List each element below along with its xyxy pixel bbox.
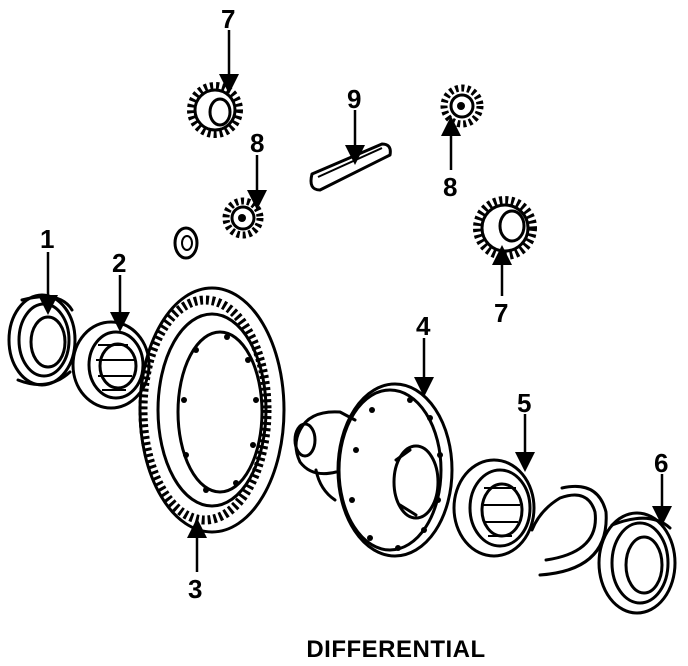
- oil-seal-left: [7, 293, 77, 387]
- ring-gear: [138, 286, 286, 534]
- snap-ring: [530, 485, 608, 577]
- callout-1: 1: [40, 224, 54, 254]
- callout-7-top: 7: [221, 4, 235, 34]
- callout-3: 3: [188, 574, 202, 604]
- pinion-gear-right: [440, 84, 484, 128]
- callout-9: 9: [347, 84, 361, 114]
- side-gear-right: [473, 196, 537, 260]
- side-gear-top: [187, 82, 243, 138]
- callout-8-left: 8: [250, 128, 264, 158]
- bearing-right: [452, 458, 536, 558]
- oil-seal-right: [597, 511, 677, 615]
- pinion-gear-left: [222, 197, 264, 239]
- bearing-left: [71, 320, 151, 410]
- diagram-caption: DIFFERENTIAL: [306, 636, 485, 663]
- callout-4: 4: [416, 311, 431, 341]
- leader-lines: [38, 30, 672, 572]
- callout-8-right: 8: [443, 172, 457, 202]
- callout-5: 5: [517, 388, 531, 418]
- pinion-shaft: [309, 142, 392, 192]
- thrust-washer: [173, 226, 199, 260]
- callout-6: 6: [654, 448, 668, 478]
- callout-7-right: 7: [494, 298, 508, 328]
- callout-2: 2: [112, 248, 126, 278]
- differential-case: [293, 382, 454, 558]
